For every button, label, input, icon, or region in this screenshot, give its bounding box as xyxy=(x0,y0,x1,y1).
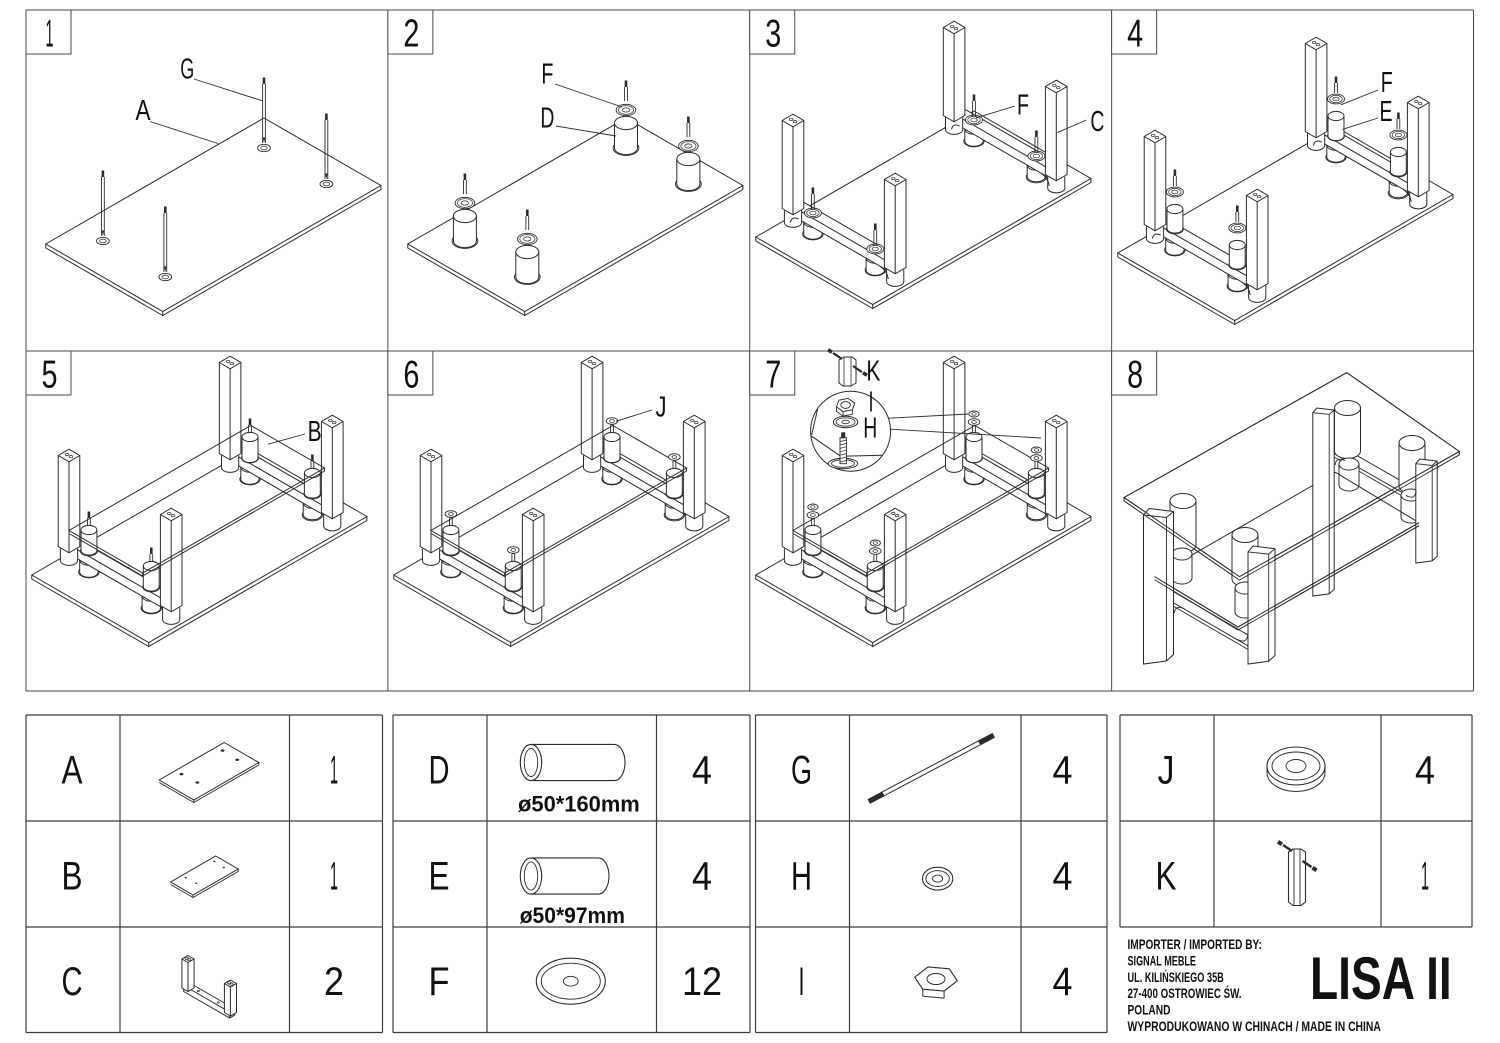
svg-text:SIGNAL MEBLE: SIGNAL MEBLE xyxy=(1128,952,1197,968)
svg-text:WYPRODUKOWANO W CHINACH / MADE: WYPRODUKOWANO W CHINACH / MADE IN CHINA xyxy=(1128,1018,1381,1034)
svg-text:4: 4 xyxy=(1415,749,1435,793)
svg-text:12: 12 xyxy=(682,960,722,1004)
svg-text:ø50*160mm: ø50*160mm xyxy=(518,792,640,817)
svg-text:1: 1 xyxy=(330,855,338,899)
svg-text:A: A xyxy=(62,749,83,793)
svg-text:ø50*97mm: ø50*97mm xyxy=(520,903,625,928)
svg-text:A: A xyxy=(136,95,152,127)
svg-text:E: E xyxy=(429,855,450,899)
svg-text:8: 8 xyxy=(1127,354,1143,397)
svg-text:D: D xyxy=(540,103,554,135)
svg-text:I: I xyxy=(869,387,874,419)
svg-text:4: 4 xyxy=(692,855,712,899)
svg-text:6: 6 xyxy=(403,354,419,397)
svg-text:1: 1 xyxy=(46,13,54,56)
svg-text:4: 4 xyxy=(1053,960,1073,1004)
svg-text:7: 7 xyxy=(765,354,781,397)
svg-text:F: F xyxy=(1017,90,1029,122)
svg-text:I: I xyxy=(799,960,805,1004)
svg-text:B: B xyxy=(308,416,322,448)
svg-text:4: 4 xyxy=(1053,749,1073,793)
svg-text:F: F xyxy=(429,960,450,1004)
svg-text:J: J xyxy=(1158,749,1175,793)
svg-text:2: 2 xyxy=(324,960,344,1004)
svg-text:UL. KILIŃSKIEGO 35B: UL. KILIŃSKIEGO 35B xyxy=(1128,969,1224,985)
svg-text:4: 4 xyxy=(1127,13,1143,56)
svg-text:1: 1 xyxy=(1421,855,1429,899)
svg-text:F: F xyxy=(1381,67,1393,99)
svg-text:G: G xyxy=(180,54,194,86)
svg-text:G: G xyxy=(791,749,812,793)
svg-text:B: B xyxy=(62,855,83,899)
svg-text:F: F xyxy=(541,59,553,91)
svg-text:27-400 OSTROWIEC ŚW.: 27-400 OSTROWIEC ŚW. xyxy=(1128,984,1242,1001)
svg-text:LISA II: LISA II xyxy=(1310,945,1452,1012)
svg-text:4: 4 xyxy=(692,749,712,793)
svg-text:J: J xyxy=(656,391,667,423)
svg-text:H: H xyxy=(863,413,877,445)
svg-text:POLAND: POLAND xyxy=(1128,1002,1171,1018)
svg-text:1: 1 xyxy=(330,749,338,793)
svg-text:D: D xyxy=(429,749,450,793)
svg-text:2: 2 xyxy=(403,13,419,56)
svg-text:IMPORTER / IMPORTED BY:: IMPORTER / IMPORTED BY: xyxy=(1128,936,1262,952)
svg-text:4: 4 xyxy=(1053,855,1073,899)
svg-text:K: K xyxy=(866,355,880,387)
svg-text:H: H xyxy=(791,855,812,899)
svg-text:K: K xyxy=(1156,855,1177,899)
svg-text:5: 5 xyxy=(42,354,58,397)
svg-text:C: C xyxy=(1090,106,1104,138)
svg-text:3: 3 xyxy=(765,13,781,56)
svg-text:C: C xyxy=(62,960,83,1004)
svg-text:E: E xyxy=(1380,96,1393,128)
